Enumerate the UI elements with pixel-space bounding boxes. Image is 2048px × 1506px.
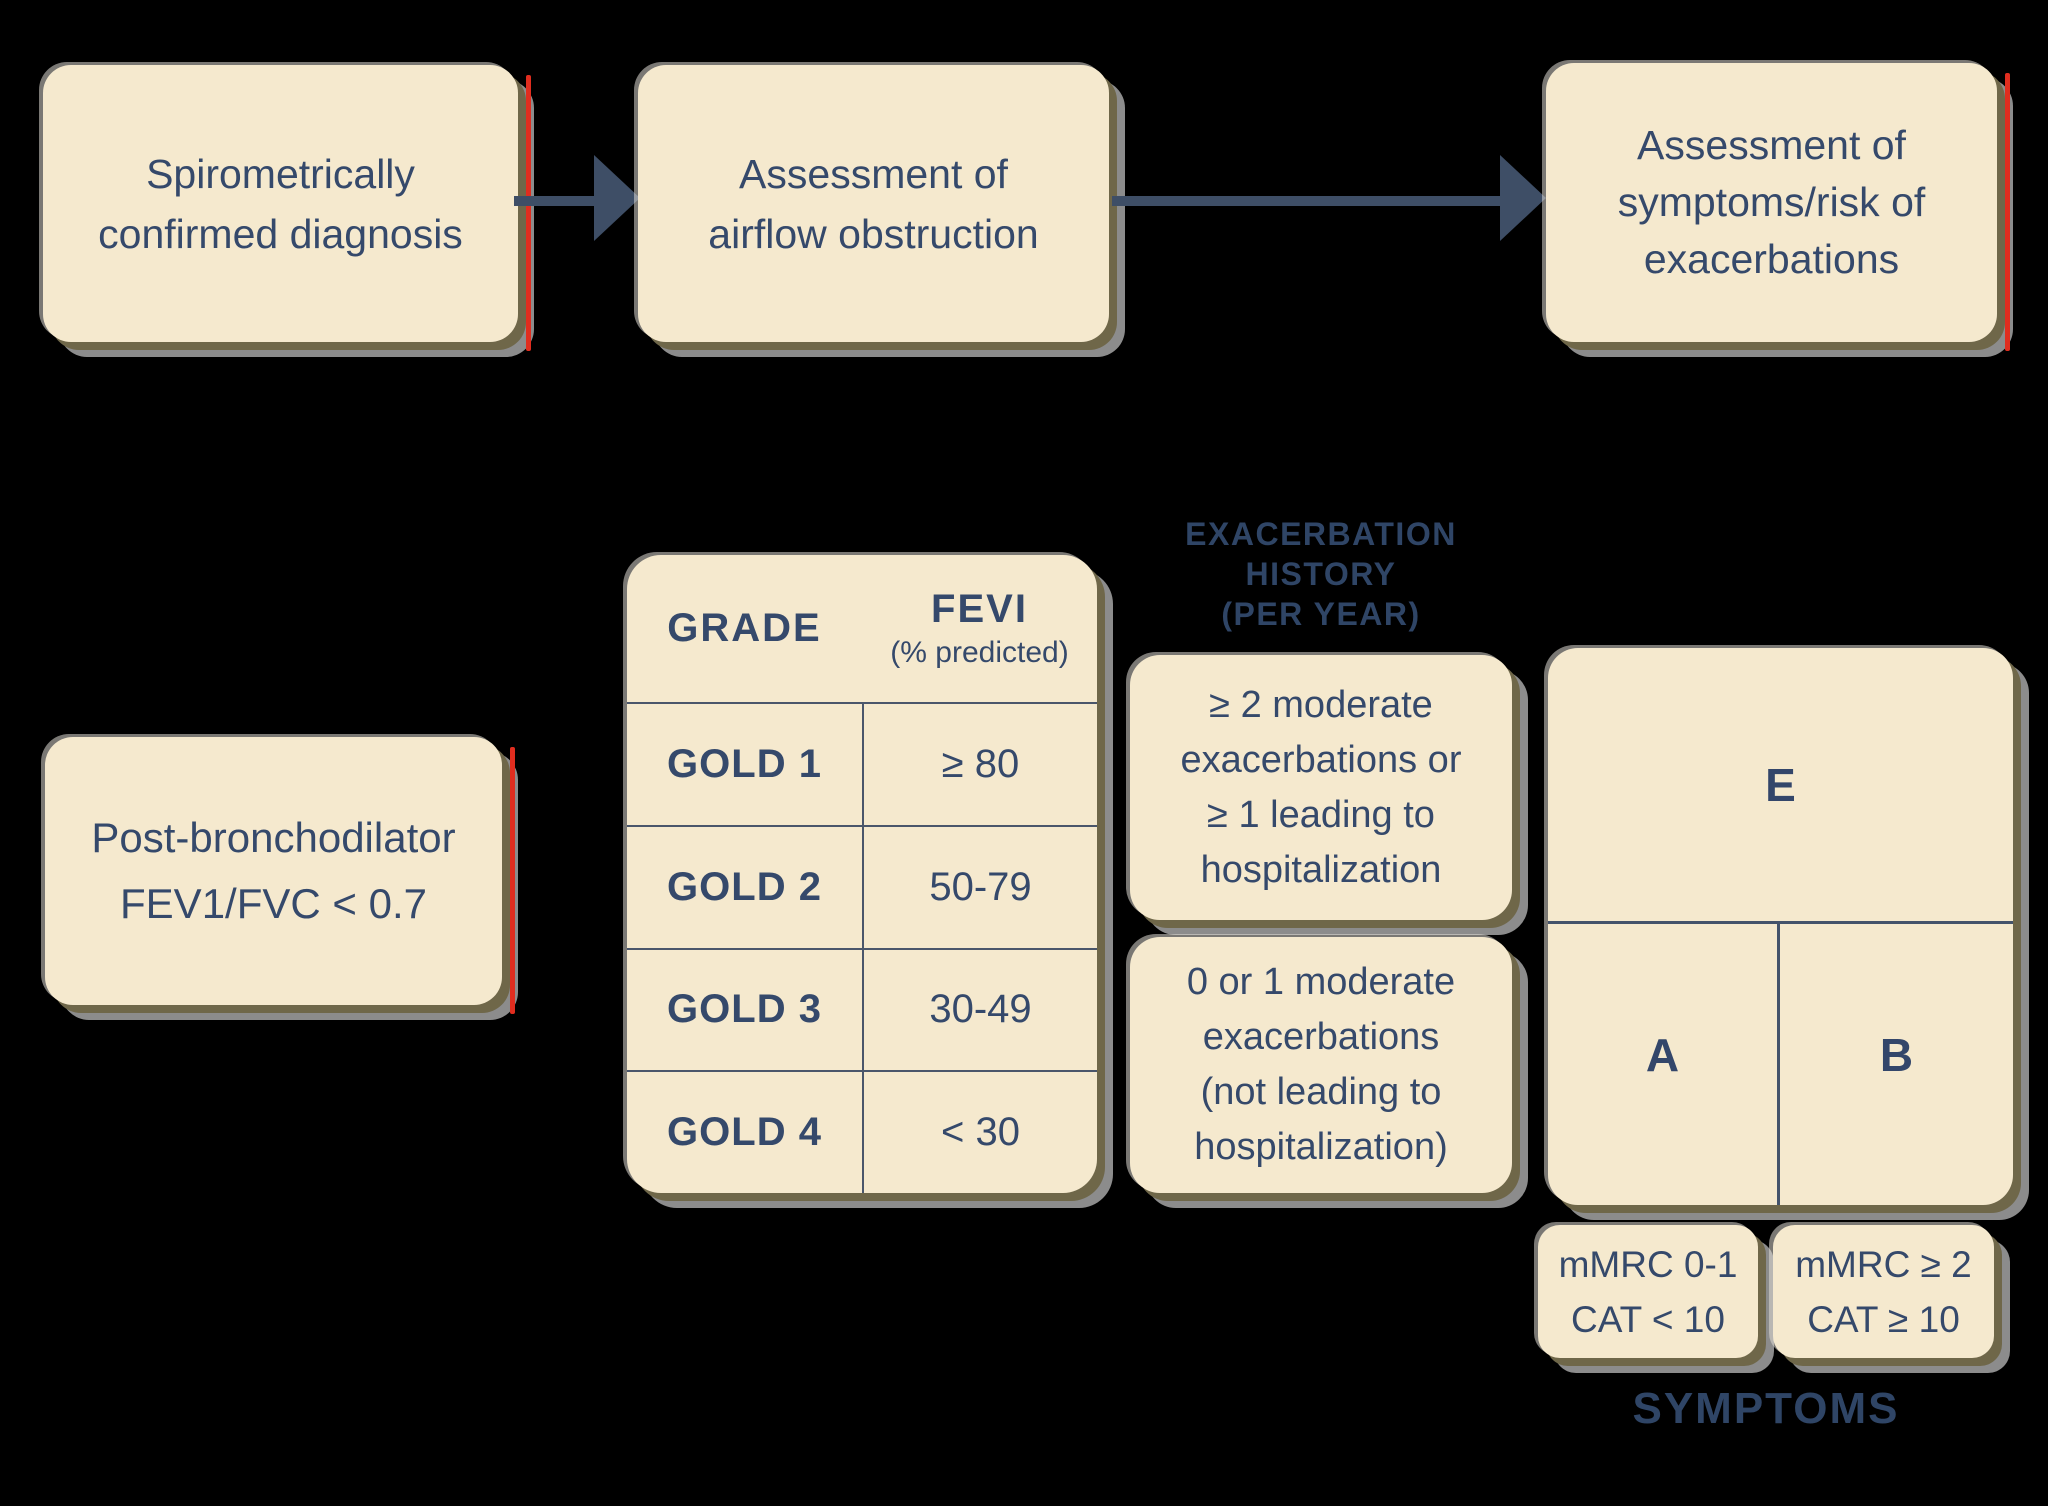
flow-step-text-line: airflow obstruction	[708, 210, 1039, 257]
gold-group-matrix: E A B	[1548, 648, 2013, 1205]
arrow-head	[1500, 155, 1546, 241]
table-row-gold2-value: 50-79	[862, 824, 1097, 948]
symptom-score-line: CAT ≥ 10	[1807, 1298, 1960, 1340]
grade-column-header: GRADE	[667, 606, 822, 650]
flow-step-text-line: symptoms/risk of	[1617, 179, 1926, 225]
exacerbation-text-line: hospitalization)	[1194, 1126, 1448, 1168]
flow-step-confirmed-diagnosis: Spirometrically confirmed diagnosis	[43, 65, 531, 351]
high-risk-exacerbation-box: ≥ 2 moderate exacerbations or ≥ 1 leadin…	[1130, 655, 1512, 920]
flow-step-symptoms-risk: Assessment of symptoms/risk of exacerbat…	[1546, 63, 2010, 351]
table-row-gold4-value: < 30	[862, 1070, 1097, 1193]
exacerbation-text-line: ≥ 1 leading to	[1207, 793, 1435, 836]
table-row-gold1-grade: GOLD 1	[627, 702, 862, 825]
post-bronchodilator-text-line: FEV1/FVC < 0.7	[120, 880, 427, 927]
matrix-horizontal-divider	[1548, 921, 2013, 924]
flow-step-text-line: Assessment of	[1637, 122, 1906, 168]
symptoms-axis-label: SYMPTOMS	[1632, 1384, 1900, 1433]
low-risk-exacerbation-box: 0 or 1 moderate exacerbations (not leadi…	[1130, 937, 1512, 1193]
heading-line: (PER YEAR)	[1221, 596, 1421, 632]
group-b-zone: B	[1780, 924, 2013, 1185]
fev-column-header: FEVI (% predicted)	[862, 555, 1097, 702]
flow-arrow-icon	[1112, 155, 1546, 241]
heading-line: HISTORY	[1245, 556, 1397, 592]
table-row-gold4-grade: GOLD 4	[627, 1070, 862, 1193]
flow-arrow-icon	[514, 155, 640, 241]
exacerbation-text-line: exacerbations or	[1180, 738, 1462, 781]
table-row-gold3-grade: GOLD 3	[627, 947, 862, 1071]
exacerbation-text-line: exacerbations	[1202, 1016, 1440, 1058]
flow-step-text-line: exacerbations	[1643, 236, 1900, 282]
arrow-tail	[1112, 196, 1502, 206]
exacerbation-text-line: (not leading to	[1200, 1071, 1442, 1113]
gold-grade-table: GRADE FEVI (% predicted) GOLD 1 ≥ 80 GOL…	[627, 555, 1097, 1193]
matrix-vertical-divider	[1777, 924, 1780, 1205]
flow-step-text-line: Assessment of	[739, 150, 1008, 197]
group-a-zone: A	[1548, 924, 1777, 1185]
heading-line: EXACERBATION	[1185, 516, 1457, 552]
symptom-score-line: CAT < 10	[1571, 1298, 1725, 1340]
flow-step-text-line: Spirometrically	[146, 150, 415, 197]
group-e-label: E	[1765, 758, 1796, 811]
high-symptoms-box: mMRC ≥ 2 CAT ≥ 10	[1773, 1225, 1994, 1358]
exacerbation-text-line: 0 or 1 moderate	[1186, 961, 1456, 1003]
group-e-zone: E	[1548, 648, 2013, 921]
post-bronchodilator-text-line: Post-bronchodilator	[91, 814, 456, 861]
fev-header-title: FEVI	[931, 587, 1028, 631]
exacerbation-history-heading: EXACERBATION HISTORY (PER YEAR)	[1130, 514, 1512, 634]
flow-step-text-line: confirmed diagnosis	[98, 210, 463, 257]
group-b-label: B	[1879, 1028, 1914, 1081]
symptom-score-line: mMRC 0-1	[1558, 1243, 1738, 1285]
low-symptoms-box: mMRC 0-1 CAT < 10	[1538, 1225, 1758, 1358]
table-row-gold1-value: ≥ 80	[862, 702, 1097, 825]
flow-step-airflow-obstruction: Assessment of airflow obstruction	[638, 65, 1109, 342]
arrow-head	[594, 155, 640, 241]
group-a-label: A	[1645, 1028, 1680, 1081]
post-bronchodilator-box: Post-bronchodilator FEV1/FVC < 0.7	[45, 737, 515, 1014]
exacerbation-text-line: hospitalization	[1200, 848, 1442, 891]
exacerbation-text-line: ≥ 2 moderate	[1209, 683, 1433, 726]
arrow-tail	[514, 196, 598, 206]
table-row-gold2-grade: GOLD 2	[627, 824, 862, 948]
table-row-gold3-value: 30-49	[862, 947, 1097, 1071]
symptom-score-line: mMRC ≥ 2	[1795, 1243, 1972, 1285]
fev-header-subtitle: (% predicted)	[890, 636, 1069, 669]
